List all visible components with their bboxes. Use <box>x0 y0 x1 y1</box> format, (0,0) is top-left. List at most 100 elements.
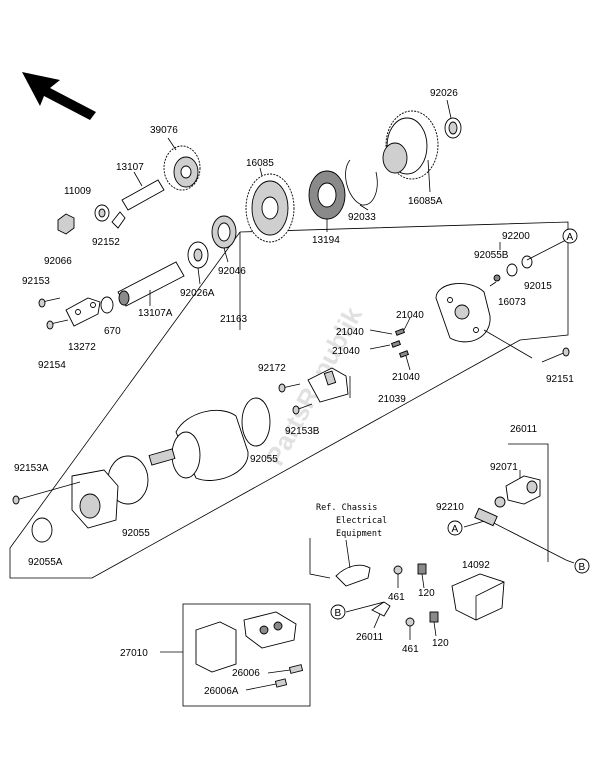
part-92046 <box>211 215 237 263</box>
marker-b-cable: B <box>574 558 590 574</box>
leader-a <box>526 239 567 261</box>
label-26006A: 26006A <box>204 686 239 697</box>
leader-26011 <box>508 443 549 562</box>
part-92071 <box>505 475 541 505</box>
part-26011-cable <box>463 507 575 564</box>
part-120a <box>417 563 427 575</box>
label-461-b: 461 <box>402 644 419 655</box>
part-14092 <box>451 573 505 621</box>
label-120-a: 120 <box>418 588 435 599</box>
part-starter-yoke <box>148 409 249 481</box>
label-26011b: 26011 <box>356 632 384 643</box>
label-27010: 27010 <box>120 648 148 659</box>
part-16085 <box>245 167 295 243</box>
label-26011: 26011 <box>510 424 538 435</box>
label-13272: 13272 <box>68 342 96 353</box>
part-13107 <box>121 171 165 211</box>
part-670 <box>100 296 114 314</box>
label-26006: 26006 <box>232 668 260 679</box>
part-92066 <box>57 213 75 235</box>
part-27010 <box>195 611 297 673</box>
label-21040-d: 21040 <box>392 372 420 383</box>
label-16085: 16085 <box>246 158 274 169</box>
part-11009 <box>94 204 110 222</box>
label-21040-b: 21040 <box>396 310 424 321</box>
label-21163: 21163 <box>220 314 248 325</box>
part-92153A <box>12 481 81 505</box>
part-92151 <box>541 347 570 363</box>
part-92055B <box>493 274 501 282</box>
part-92210 <box>494 496 506 508</box>
label-92026: 92026 <box>430 88 458 99</box>
part-92055A <box>31 517 53 543</box>
part-13194 <box>308 170 346 232</box>
label-461-a: 461 <box>388 592 405 603</box>
label-92055-upper: 92055 <box>250 454 278 465</box>
part-461b <box>405 617 415 627</box>
label-670: 670 <box>104 326 121 337</box>
label-21039: 21039 <box>378 394 406 405</box>
part-16085A <box>382 110 439 193</box>
label-92055B: 92055B <box>474 250 509 261</box>
label-92151: 92151 <box>546 374 574 385</box>
part-16073 <box>435 283 491 343</box>
part-120b <box>429 611 439 623</box>
label-92153: 92153 <box>22 276 50 287</box>
part-92026A <box>187 241 209 285</box>
relay-box-frame <box>182 603 311 707</box>
svg-text:A: A <box>452 524 459 535</box>
svg-text:B: B <box>335 608 342 619</box>
part-92154 <box>46 319 69 330</box>
leader-92151 <box>483 329 533 359</box>
part-92172 <box>278 383 301 393</box>
leader-21040b <box>403 317 411 331</box>
label-13107: 13107 <box>116 162 144 173</box>
part-13107A <box>117 261 185 307</box>
label-92015: 92015 <box>524 281 552 292</box>
leader-120b <box>433 621 437 637</box>
label-21040-a: 21040 <box>336 327 364 338</box>
part-92153B <box>292 403 313 415</box>
label-92026A: 92026A <box>180 288 215 299</box>
leader-21040a <box>369 329 393 335</box>
leader-21040c <box>369 344 391 350</box>
label-92210: 92210 <box>436 502 464 513</box>
label-92033: 92033 <box>348 212 376 223</box>
label-16073: 16073 <box>498 297 526 308</box>
label-92154: 92154 <box>38 360 66 371</box>
marker-a-top: A <box>562 228 578 244</box>
part-21039 <box>307 367 349 403</box>
svg-text:B: B <box>579 562 586 573</box>
label-92066: 92066 <box>44 256 72 267</box>
leader-26011b <box>373 613 381 629</box>
part-461a <box>393 565 403 575</box>
label-120-b: 120 <box>432 638 449 649</box>
label-92046: 92046 <box>218 266 246 277</box>
part-ref-bracket <box>335 539 371 587</box>
label-39076: 39076 <box>150 125 178 136</box>
label-92172: 92172 <box>258 363 286 374</box>
part-26011b-cable <box>345 601 391 617</box>
part-92153 <box>38 297 61 308</box>
label-14092: 14092 <box>462 560 490 571</box>
part-92152 <box>111 211 126 229</box>
label-92071: 92071 <box>490 462 518 473</box>
label-11009: 11009 <box>64 186 92 197</box>
part-92026 <box>444 99 462 139</box>
label-16085A: 16085A <box>408 196 443 207</box>
part-92200 <box>506 263 518 277</box>
label-13107A: 13107A <box>138 308 173 319</box>
leader-26006 <box>267 669 291 674</box>
part-21040-brushes <box>390 328 410 358</box>
leader-16073 <box>489 281 497 287</box>
starter-assembly-frame <box>239 221 569 341</box>
label-21040-c: 21040 <box>332 346 360 357</box>
orientation-arrow <box>22 72 96 120</box>
part-39076 <box>163 137 201 191</box>
marker-a-cable: A <box>447 520 463 536</box>
part-13272 <box>65 297 101 327</box>
leader-21040d <box>405 355 411 371</box>
label-92153B: 92153B <box>285 426 320 437</box>
